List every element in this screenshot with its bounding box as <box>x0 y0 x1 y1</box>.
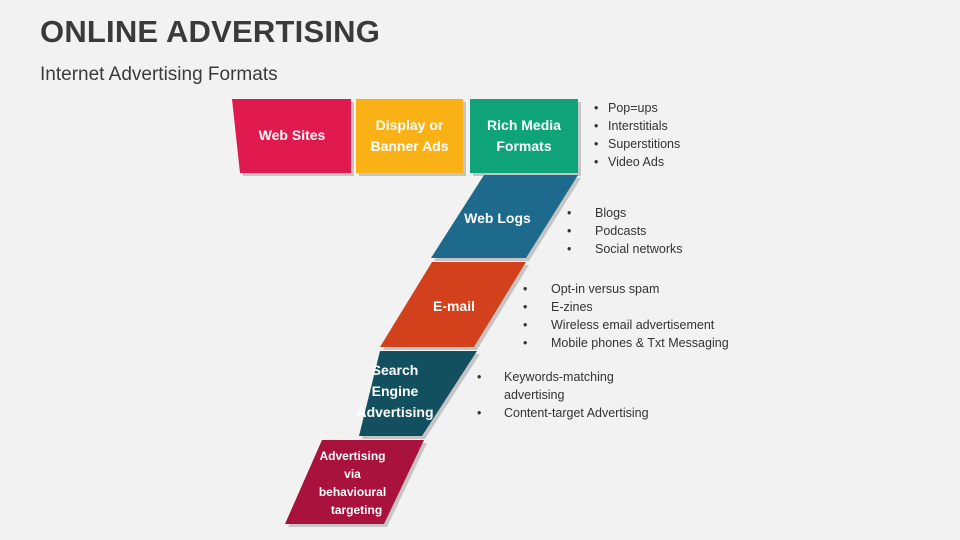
email-bullets: •Opt-in versus spam •E-zines •Wireless e… <box>523 280 763 352</box>
email-text: E-mail <box>432 298 475 314</box>
behavioural-label: Advertising via behavioural targeting <box>305 447 400 519</box>
rich-media-bullets: •Pop=ups •Interstitials •Superstitions •… <box>594 99 754 171</box>
bullet-item: •Video Ads <box>594 155 665 169</box>
bullet-item: •Pop=ups <box>594 101 658 115</box>
bullet-item: •Blogs <box>567 206 627 220</box>
bullet-item-continuation: advertising <box>504 388 565 402</box>
web-logs-text: Web Logs <box>464 210 531 226</box>
search-text-3: Advertising <box>356 404 434 420</box>
web-sites-box <box>232 99 351 173</box>
bullet-item: •Mobile phones & Txt Messaging <box>523 336 729 350</box>
display-banner-label: Display or Banner Ads <box>356 115 463 157</box>
rich-media-text-1: Rich Media <box>487 117 561 133</box>
bullet-item: •Interstitials <box>594 119 668 133</box>
page-subtitle: Internet Advertising Formats <box>40 64 278 85</box>
display-banner-box <box>356 99 463 173</box>
behav-text-3: behavioural <box>318 485 387 499</box>
bullet-item: •Opt-in versus spam <box>523 282 660 296</box>
search-engine-label: Search Engine Advertising <box>350 360 440 423</box>
bullet-item: •Social networks <box>567 242 683 256</box>
page-title: ONLINE ADVERTISING <box>40 14 381 49</box>
web-logs-label: Web Logs <box>450 208 545 229</box>
bullet-item: •Content-target Advertising <box>477 406 649 420</box>
behav-text-4: targeting <box>330 503 383 517</box>
behav-text-1: Advertising <box>319 449 386 463</box>
search-text-1: Search <box>371 362 419 378</box>
behavioural-box <box>285 440 424 524</box>
display-banner-text-2: Banner Ads <box>370 138 449 154</box>
bullet-item: •Wireless email advertisement <box>523 318 715 332</box>
bullet-item: •Keywords-matching <box>477 370 614 384</box>
bullet-item: •Superstitions <box>594 137 681 151</box>
web-logs-box <box>431 175 578 258</box>
search-bullets: •Keywords-matching advertising •Content-… <box>477 368 697 422</box>
bullet-item: •Podcasts <box>567 224 647 238</box>
search-text-2: Engine <box>371 383 419 399</box>
rich-media-box <box>470 99 578 173</box>
web-sites-label: Web Sites <box>240 125 344 146</box>
bullet-item: •E-zines <box>523 300 593 314</box>
web-logs-bullets: •Blogs •Podcasts •Social networks <box>567 204 747 258</box>
rich-media-text-2: Formats <box>496 138 552 154</box>
rich-media-label: Rich Media Formats <box>470 115 578 157</box>
email-label: E-mail <box>409 296 499 317</box>
web-sites-text: Web Sites <box>258 127 326 143</box>
behav-text-2: via <box>344 467 361 481</box>
email-box <box>380 262 526 347</box>
display-banner-text-1: Display or <box>375 117 444 133</box>
search-engine-box <box>359 351 477 436</box>
